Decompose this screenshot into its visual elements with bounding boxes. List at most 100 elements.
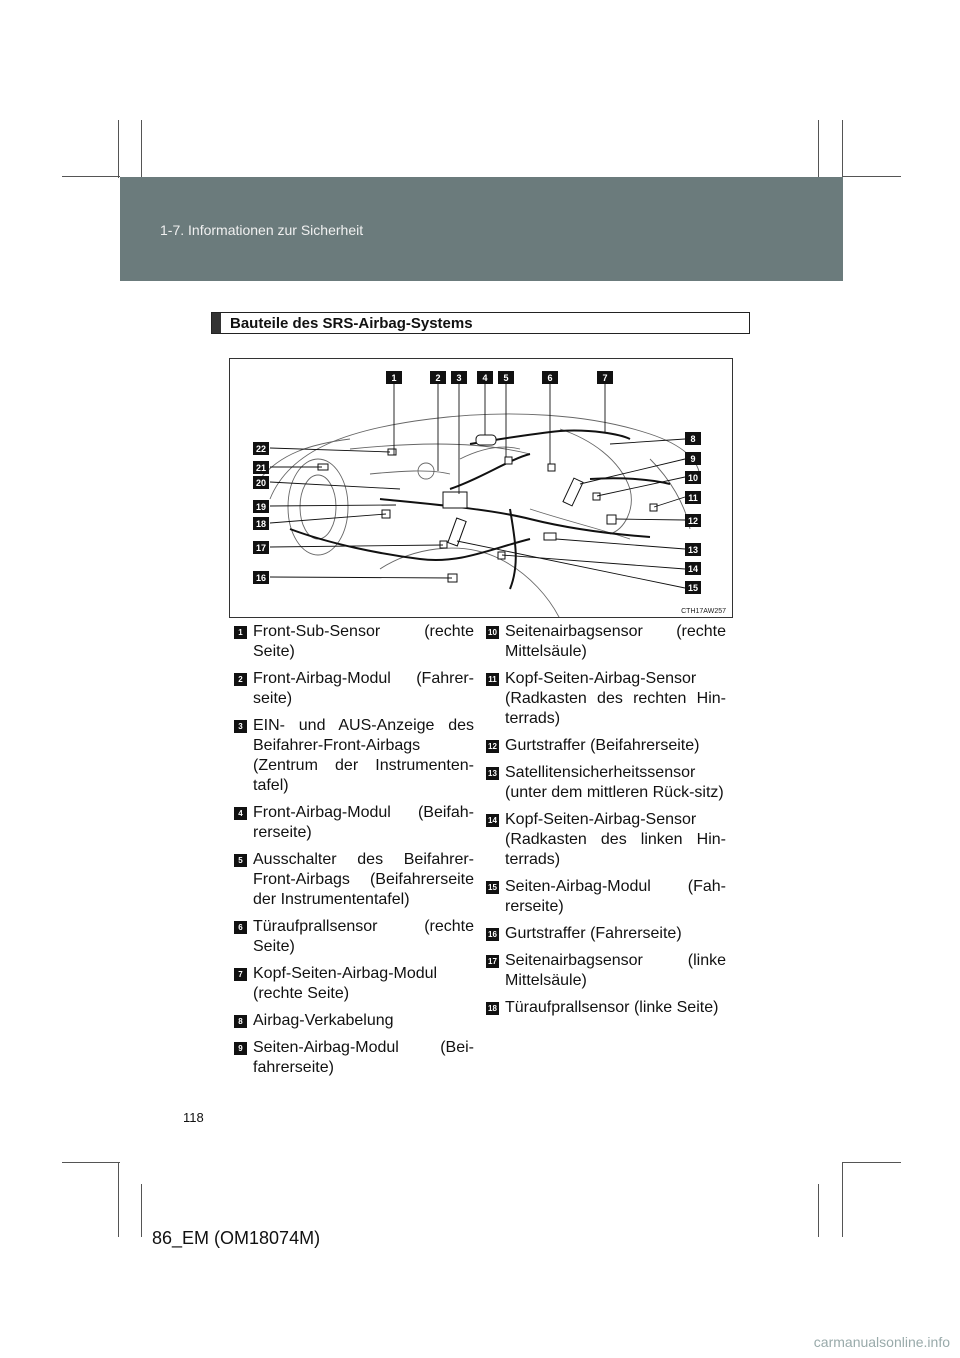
item-text: Gurtstraffer (Fahrerseite) xyxy=(505,924,726,944)
item-number-badge: 15 xyxy=(486,881,499,894)
list-item: 13 Satellitensicherheitssensor (unter dem… xyxy=(486,763,726,803)
item-number-badge: 9 xyxy=(234,1042,247,1055)
list-item: 9 Seiten-Airbag-Modul (Bei-fahrerseite) xyxy=(234,1038,474,1078)
callout-label: 19 xyxy=(256,502,266,512)
item-text: Kopf-Seiten-Airbag-Sensor (Radkasten des… xyxy=(505,810,726,870)
list-item: 5 Ausschalter des Beifahrer-Front-Airbags… xyxy=(234,850,474,910)
list-item: 11 Kopf-Seiten-Airbag-Sensor (Radkasten d… xyxy=(486,669,726,729)
item-number-badge: 6 xyxy=(234,921,247,934)
item-text: Airbag-Verkabelung xyxy=(253,1011,474,1031)
crop-mark xyxy=(141,120,142,178)
crop-mark xyxy=(818,1184,819,1237)
crop-mark xyxy=(62,176,120,177)
car-illustration: 1 2 3 4 5 6 7 8 9 10 11 12 13 14 15 16 1… xyxy=(230,359,733,618)
topic-heading: Bauteile des SRS-Airbag-Systems xyxy=(211,312,750,334)
callout-label: 20 xyxy=(256,478,266,488)
crop-mark xyxy=(842,120,843,178)
item-text: EIN- und AUS-Anzeige des Beifahrer-Front… xyxy=(253,716,474,796)
callout-label: 16 xyxy=(256,573,266,583)
section-header-band: 1-7. Informationen zur Sicherheit xyxy=(120,177,843,281)
callout-label: 4 xyxy=(482,373,487,383)
callout-label: 11 xyxy=(688,493,698,503)
item-number-badge: 1 xyxy=(234,626,247,639)
item-text: Seitenairbagsensor (linke Mittelsäule) xyxy=(505,951,726,991)
crop-mark xyxy=(62,1162,120,1163)
item-number-badge: 5 xyxy=(234,854,247,867)
callout-label: 10 xyxy=(688,473,698,483)
list-item: 16 Gurtstraffer (Fahrerseite) xyxy=(486,924,726,944)
item-number-badge: 8 xyxy=(234,1015,247,1028)
item-number-badge: 11 xyxy=(486,673,499,686)
item-text: Ausschalter des Beifahrer-Front-Airbags … xyxy=(253,850,474,910)
callout-label: 15 xyxy=(688,583,698,593)
item-text: Seitenairbagsensor (rechte Mittelsäule) xyxy=(505,622,726,662)
list-item: 15 Seiten-Airbag-Modul (Fah-rerseite) xyxy=(486,877,726,917)
item-number-badge: 12 xyxy=(486,740,499,753)
list-item: 18 Türaufprallsensor (linke Seite) xyxy=(486,998,726,1018)
callout-label: 18 xyxy=(256,519,266,529)
callout-label: 3 xyxy=(456,373,461,383)
crop-mark xyxy=(118,120,119,178)
callout-label: 9 xyxy=(690,454,695,464)
list-item: 10 Seitenairbagsensor (rechte Mittelsäule… xyxy=(486,622,726,662)
airbag-diagram: 1 2 3 4 5 6 7 8 9 10 11 12 13 14 15 16 1… xyxy=(229,358,733,618)
item-number-badge: 3 xyxy=(234,720,247,733)
heading-text: Bauteile des SRS-Airbag-Systems xyxy=(230,315,473,332)
item-number-badge: 13 xyxy=(486,767,499,780)
item-number-badge: 17 xyxy=(486,955,499,968)
item-number-badge: 18 xyxy=(486,1002,499,1015)
page-number: 118 xyxy=(183,1110,204,1125)
watermark: carmanualsonline.info xyxy=(814,1334,950,1350)
item-number-badge: 7 xyxy=(234,968,247,981)
list-item: 2 Front-Airbag-Modul (Fahrer-seite) xyxy=(234,669,474,709)
item-text: Türaufprallsensor (linke Seite) xyxy=(505,998,726,1018)
list-item: 17 Seitenairbagsensor (linke Mittelsäule) xyxy=(486,951,726,991)
item-number-badge: 4 xyxy=(234,807,247,820)
crop-mark xyxy=(843,176,901,177)
item-text: Front-Sub-Sensor (rechte Seite) xyxy=(253,622,474,662)
item-number-badge: 10 xyxy=(486,626,499,639)
callout-label: 7 xyxy=(602,373,607,383)
callout-label: 2 xyxy=(435,373,440,383)
callout-label: 1 xyxy=(391,373,396,383)
callout-label: 5 xyxy=(503,373,508,383)
item-text: Seiten-Airbag-Modul (Fah-rerseite) xyxy=(505,877,726,917)
callout-label: 14 xyxy=(688,564,698,574)
callout-label: 8 xyxy=(690,434,695,444)
callout-label: 22 xyxy=(256,444,266,454)
callout-label: 12 xyxy=(688,516,698,526)
figure-code: CTH17AW257 xyxy=(681,608,726,615)
item-text: Türaufprallsensor (rechte Seite) xyxy=(253,917,474,957)
section-title: 1-7. Informationen zur Sicherheit xyxy=(160,222,363,238)
item-text: Front-Airbag-Modul (Beifah-rerseite) xyxy=(253,803,474,843)
heading-bar xyxy=(212,313,221,333)
item-number-badge: 14 xyxy=(486,814,499,827)
item-text: Seiten-Airbag-Modul (Bei-fahrerseite) xyxy=(253,1038,474,1078)
item-text: Gurtstraffer (Beifahrerseite) xyxy=(505,736,726,756)
diagram-callouts: 1 2 3 4 5 6 7 8 9 10 11 12 13 14 15 16 1… xyxy=(253,371,701,594)
item-text: Front-Airbag-Modul (Fahrer-seite) xyxy=(253,669,474,709)
list-item: 1 Front-Sub-Sensor (rechte Seite) xyxy=(234,622,474,662)
callout-label: 6 xyxy=(547,373,552,383)
crop-mark xyxy=(141,1184,142,1237)
callout-label: 21 xyxy=(256,463,266,473)
crop-mark xyxy=(118,1162,119,1237)
list-item: 12 Gurtstraffer (Beifahrerseite) xyxy=(486,736,726,756)
list-item: 4 Front-Airbag-Modul (Beifah-rerseite) xyxy=(234,803,474,843)
list-item: 8 Airbag-Verkabelung xyxy=(234,1011,474,1031)
document-footer: 86_EM (OM18074M) xyxy=(152,1228,320,1249)
item-number-badge: 2 xyxy=(234,673,247,686)
crop-mark xyxy=(843,1162,901,1163)
callout-label: 17 xyxy=(256,543,266,553)
list-item: 14 Kopf-Seiten-Airbag-Sensor (Radkasten d… xyxy=(486,810,726,870)
item-text: Kopf-Seiten-Airbag-Modul (rechte Seite) xyxy=(253,964,474,1004)
item-text: Kopf-Seiten-Airbag-Sensor (Radkasten des… xyxy=(505,669,726,729)
list-item: 3 EIN- und AUS-Anzeige des Beifahrer-Fron… xyxy=(234,716,474,796)
item-text: Satellitensicherheitssensor (unter dem m… xyxy=(505,763,726,803)
crop-mark xyxy=(842,1162,843,1237)
component-list-right: 10 Seitenairbagsensor (rechte Mittelsäule… xyxy=(486,622,726,1025)
list-item: 6 Türaufprallsensor (rechte Seite) xyxy=(234,917,474,957)
item-number-badge: 16 xyxy=(486,928,499,941)
callout-label: 13 xyxy=(688,545,698,555)
